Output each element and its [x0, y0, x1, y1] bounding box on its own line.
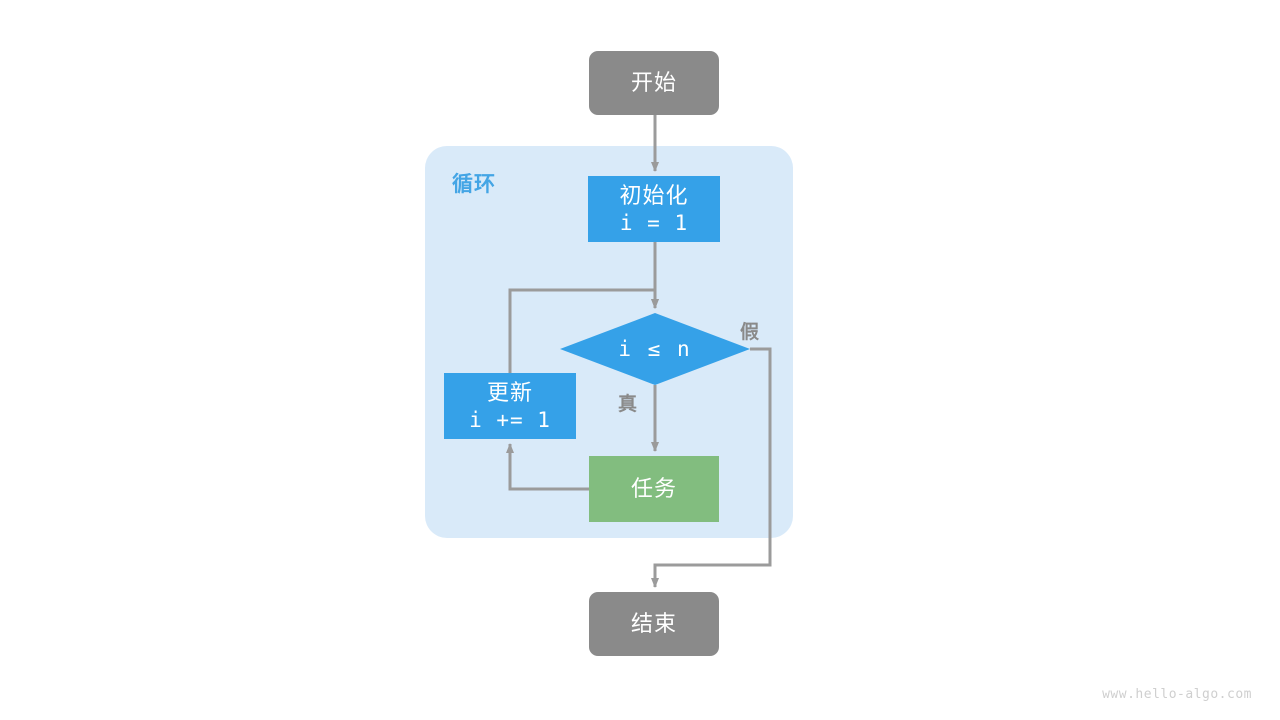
node-condition[interactable]: i ≤ n: [560, 313, 750, 385]
node-task-label: 任务: [630, 476, 677, 501]
node-task[interactable]: 任务: [589, 456, 719, 522]
node-start[interactable]: 开始: [589, 51, 719, 115]
node-end[interactable]: 结束: [589, 592, 719, 656]
node-update[interactable]: 更新 i += 1: [444, 373, 576, 439]
node-update-expression: i += 1: [469, 407, 551, 432]
edge-condition-to-end: [651, 347, 772, 588]
edge-update-to-condition: [508, 288, 659, 373]
node-end-label: 结束: [630, 611, 677, 636]
node-initialize-expression: i = 1: [619, 210, 689, 235]
branch-label-false: 假: [740, 322, 760, 343]
branch-label-true: 真: [618, 394, 638, 415]
node-initialize-label: 初始化: [619, 182, 689, 208]
watermark: www.hello-algo.com: [1102, 687, 1252, 702]
loop-region-label: 循环: [452, 173, 496, 196]
node-start-label: 开始: [630, 70, 677, 95]
edge-task-to-update: [506, 443, 589, 491]
node-update-label: 更新: [486, 379, 533, 405]
node-initialize[interactable]: 初始化 i = 1: [588, 176, 720, 242]
node-condition-label: i ≤ n: [618, 337, 692, 361]
